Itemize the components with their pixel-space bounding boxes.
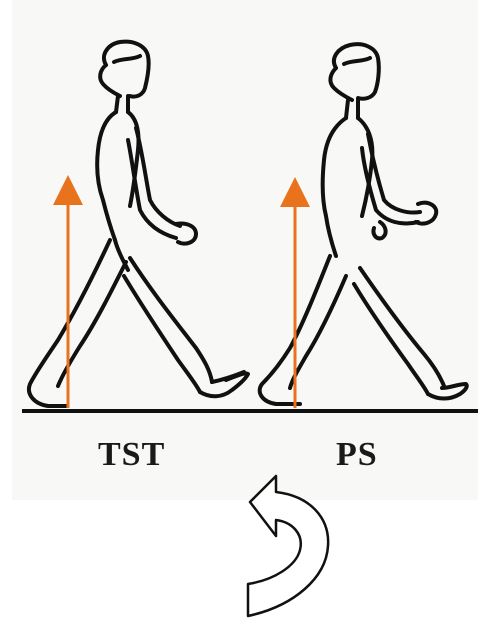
walker-figure-ps: [260, 44, 467, 404]
curved-arrow-icon: [244, 470, 344, 620]
phase-label-ps: PS: [336, 438, 378, 472]
gait-illustration: [0, 0, 480, 500]
phase-label-tst: TST: [98, 438, 165, 472]
walker-figure-tst: [29, 42, 248, 406]
